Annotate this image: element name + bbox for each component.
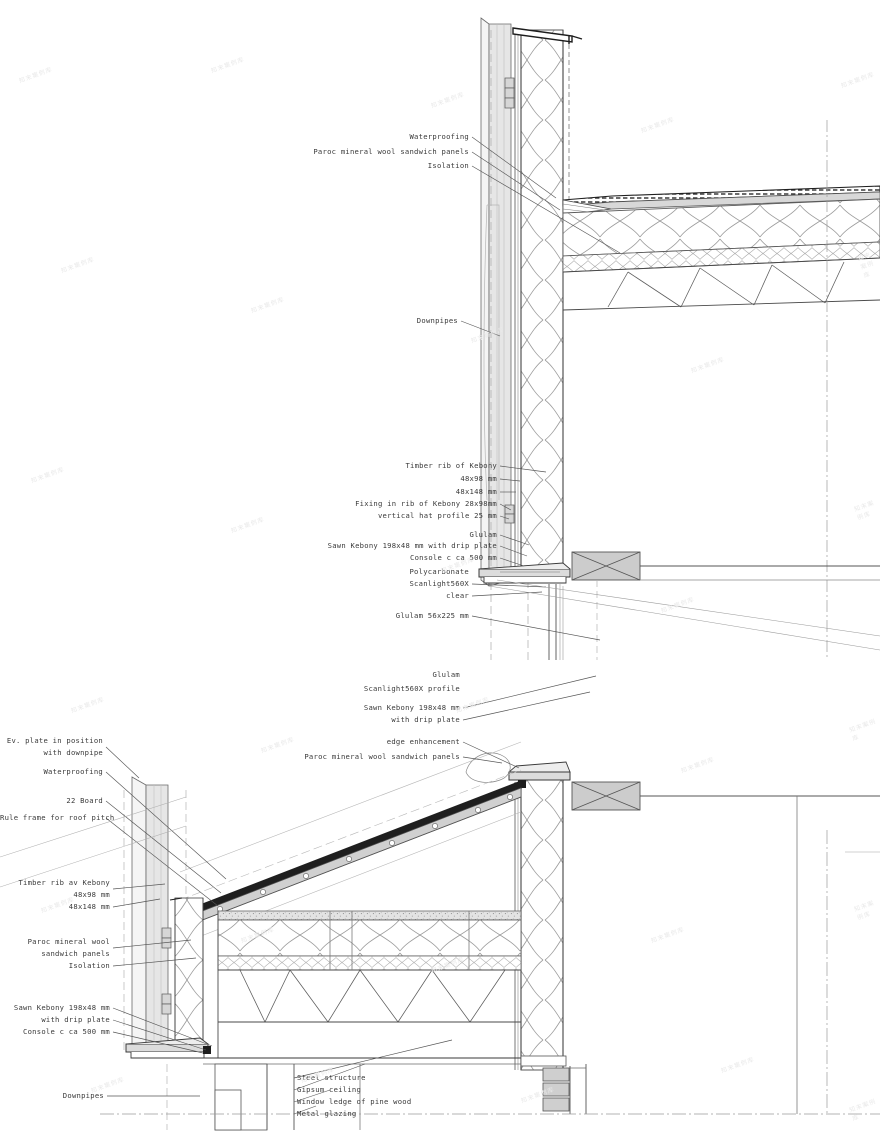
annotation-timber-rib-2: Timber rib av Kebony xyxy=(18,877,110,887)
annotation-glulam-2: Glulam xyxy=(432,669,460,679)
annotation-sawn-kebony-2: Sawn Kebony 198x48 mm xyxy=(363,702,460,712)
annotation-polycarbonate: Polycarbonate xyxy=(409,566,469,576)
annotation-paroc_panels: Paroc mineral wool sandwich panels xyxy=(313,146,469,156)
annotation-hat-profile: vertical hat profile 25 mm xyxy=(377,510,497,520)
upper-console-glulam xyxy=(571,551,880,581)
lower-window-assembly xyxy=(166,1057,521,1131)
annotation-sawn-kebony-1: Sawn Kebony 198x48 mm with drip plate xyxy=(327,540,497,550)
annotation-isolation: Isolation xyxy=(427,160,469,170)
annotation-edge-enhance: edge enhancement xyxy=(386,736,460,746)
leader-lines-lower-header xyxy=(462,675,597,769)
annotation-rib-48x148: 48x148 mm xyxy=(455,486,497,496)
annotation-metal-glazing: Metal glazing xyxy=(297,1108,357,1118)
annotation-waterproofing: Waterproofing xyxy=(409,131,469,141)
annotation-sawn-kebony-3: Sawn Kebony 198x48 mm xyxy=(13,1002,110,1012)
upper-roof-buildup xyxy=(562,185,880,311)
edge-enhancement-outline xyxy=(465,752,511,783)
annotation-rib-48x98: 48x98 mm xyxy=(460,473,497,483)
leader-lines-lower-right xyxy=(293,1039,453,1115)
annotation-console-3: Console c ca 500 mm xyxy=(23,1026,110,1036)
annotation-scanlight: Scanlight560X xyxy=(409,578,469,588)
annotation-drip-plate-3: with drip plate xyxy=(41,1014,110,1024)
annotation-glulam-56x225: Glulam 56x225 mm xyxy=(395,610,469,620)
upper-cladding xyxy=(480,17,512,587)
lower-ceiling-insulation xyxy=(217,910,522,971)
annotation-drip-plate-2: with drip plate xyxy=(391,714,460,724)
lower-drip-plate xyxy=(507,761,571,788)
annotation-isolation-2: Isolation xyxy=(68,960,110,970)
annotation-steel-structure: Steel structure xyxy=(297,1072,366,1082)
annotation-rib-48x98-b: 48x98 mm xyxy=(73,889,110,899)
annotation-paroc-panels-3b: sandwich panels xyxy=(41,948,110,958)
lower-wall-panel xyxy=(514,779,564,1071)
upper-wall-panel xyxy=(520,29,564,579)
annotation-clear: clear xyxy=(446,590,469,600)
annotation-ev-plate: Ev. plate in position xyxy=(6,735,103,745)
annotation-timber-rib: Timber rib of Kebony xyxy=(405,460,497,470)
lower-sloped-roof xyxy=(179,741,522,939)
annotation-console-1: Console c ca 500 mm xyxy=(410,552,497,562)
annotation-ev-plate-2: with downpipe xyxy=(43,747,103,757)
annotation-gipsum-ceiling: Gipsum ceiling xyxy=(297,1084,362,1094)
upper-drip-plate xyxy=(478,562,571,584)
annotation-glulam-1: Glulam xyxy=(469,529,497,539)
lower-left-wall-core xyxy=(174,897,204,1059)
annotation-rule-frame: Rule frame for roof pitch xyxy=(0,812,115,822)
lower-right-steel-structure xyxy=(520,1055,587,1114)
annotation-board-22: 22 Board xyxy=(66,795,103,805)
lower-truss-webs xyxy=(239,969,506,1023)
annotation-paroc-panels-3: Paroc mineral wool xyxy=(27,936,110,946)
upper-polycarbonate-glazing xyxy=(548,580,598,660)
annotation-fixing-rib: Fixing in rib of Kebony 28x98mm xyxy=(355,498,497,508)
annotation-downpipes-lower: Downpipes xyxy=(62,1090,104,1100)
annotation-paroc-panels-2: Paroc mineral wool sandwich panels xyxy=(304,751,460,761)
annotation-scanlight-prof: Scanlight560X profile xyxy=(363,683,460,693)
leader-lines-lower-left xyxy=(105,746,227,1097)
upper-parapet-cap xyxy=(512,27,583,200)
annotation-window-ledge: Window ledge of pine wood xyxy=(297,1096,412,1106)
annotation-waterproofing-2: Waterproofing xyxy=(43,766,103,776)
annotation-rib-48x148-b: 48x148 mm xyxy=(68,901,110,911)
leader-lines-upper-roof xyxy=(460,136,621,337)
lower-console-glulam xyxy=(571,781,880,811)
annotation-downpipes-upper: Downpipes xyxy=(416,315,458,325)
lower-left-drip-plate xyxy=(125,1037,211,1059)
